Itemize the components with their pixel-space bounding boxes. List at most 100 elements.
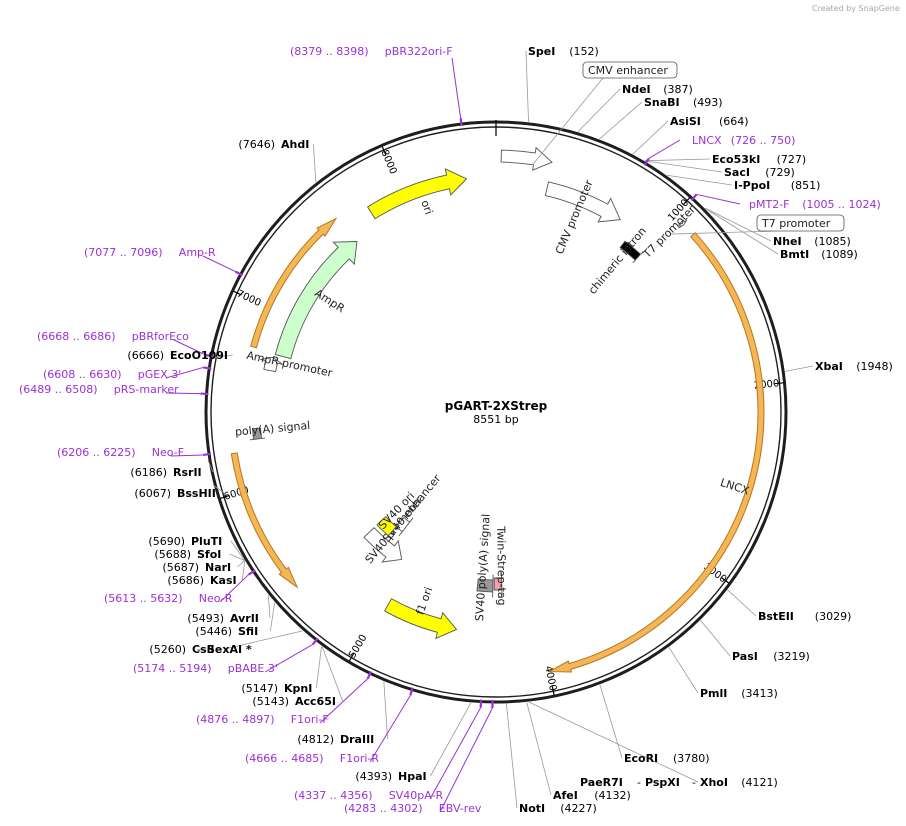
enzyme-xbai: XbaI	[815, 360, 843, 373]
enzyme-pos-csii: (5260)	[149, 643, 186, 656]
primer-mark-neo-r	[248, 569, 256, 576]
plasmid-name: pGART-2XStrep	[445, 399, 548, 413]
primer-range-amp-r: (7077 .. 7096)	[84, 246, 163, 259]
tick-mark-5000	[348, 652, 355, 662]
feature-f1-ori	[384, 598, 458, 640]
leader-pmli	[668, 647, 699, 694]
feature-label-sv40-polya: SV40 poly(A) signal	[473, 513, 493, 621]
label-leader-lines	[165, 50, 814, 813]
enzyme-acc65i: Acc65I	[295, 695, 336, 708]
enzyme-pos-sfoi: (5688)	[154, 548, 191, 561]
feature-chimeric-intron	[619, 240, 644, 264]
leader-rsrii	[207, 460, 214, 473]
leader-xbai	[785, 365, 814, 372]
enzyme-i-ppoi: I-PpoI	[734, 179, 770, 192]
enzyme-pos-xhoi: (4121)	[741, 776, 778, 789]
leader-hpai	[430, 702, 472, 777]
primer-f1ori-r: F1ori-R	[340, 752, 380, 765]
primer-leader-pbr322ori-f	[451, 57, 462, 119]
feature-lncx	[547, 231, 765, 673]
enzyme-bsteii: BstEII	[758, 610, 794, 623]
enzyme-kpni: KpnI	[284, 682, 312, 695]
tick-mark-2000	[774, 382, 784, 385]
primer-leader-f1ori-r	[369, 695, 411, 763]
feature-ampr-promoter	[260, 356, 283, 373]
enzyme-pos-ndei: (387)	[663, 83, 693, 96]
feature-t7-promoter	[678, 219, 688, 229]
feature-cmv-enhancer	[500, 146, 553, 171]
leader-i-ppoi	[666, 174, 733, 186]
feature-ori	[367, 168, 468, 220]
enzyme-pos-nhei: (1085)	[814, 235, 851, 248]
leader-bsshii	[213, 485, 225, 494]
primer-lncx: LNCX	[692, 134, 722, 147]
leader-draiii	[383, 681, 388, 740]
tick-mark-3000	[721, 577, 730, 584]
primer-neo-f: Neo-F	[152, 446, 184, 459]
feature-label-ori: ori	[418, 198, 435, 216]
leader-pasi	[700, 620, 731, 657]
primer-leader-ebv-rev	[439, 707, 493, 813]
primer-f1ori-f: F1ori-F	[291, 713, 329, 726]
primer-range-lncx: (726 .. 750)	[731, 134, 796, 147]
primer-leader-amp-r	[202, 255, 236, 273]
primer-mark-pgex-3	[203, 366, 212, 370]
primer-mark-pmt2-f	[690, 193, 698, 202]
feature-sv40-polya	[476, 574, 494, 598]
enzyme-pos-bmti: (1089)	[821, 248, 858, 261]
enzyme-pmli: PmlI	[700, 687, 727, 700]
enzyme-pos-ahdi: (7646)	[238, 138, 275, 151]
primer-mark-pbabe-3	[311, 637, 319, 646]
callout-label-cmv-enhancer: CMV enhancer	[588, 64, 668, 77]
leader-asisi	[632, 120, 669, 155]
enzyme-pos-afei: (4132)	[594, 789, 631, 802]
enzyme-hpai: HpaI	[398, 770, 427, 783]
enzyme-sfoi: SfoI	[197, 548, 221, 561]
enzyme-paer7i: PaeR7I	[580, 776, 623, 789]
primer-pbrforeco: pBRforEco	[132, 330, 189, 343]
leader-saci	[644, 160, 723, 173]
leader-noti	[506, 703, 518, 809]
tick-label-5000: 5000	[347, 633, 369, 661]
leader-sfoi	[229, 553, 245, 561]
enzyme-pos-i-ppoi: (851)	[791, 179, 821, 192]
enzyme-sfii: SfiI	[238, 625, 258, 638]
primer-range-pgex-3: (6608 .. 6630)	[43, 368, 122, 381]
primer-leader-pgex-3	[165, 366, 204, 379]
enzyme-pos-spei: (152)	[569, 45, 599, 58]
tick-label-7000: 7000	[235, 288, 263, 309]
enzyme-ndei: NdeI	[622, 83, 651, 96]
enzyme-pos-eco53ki: (727)	[777, 153, 807, 166]
primer-mark-f1ori-f	[366, 671, 373, 680]
callout-leader-cmv-enhancer	[532, 77, 604, 165]
primer-leader-sv40pa-r	[429, 707, 482, 800]
leader-pluti	[230, 540, 245, 561]
primer-range-sv40pa-r: (4337 .. 4356)	[294, 789, 373, 802]
tick-mark-7000	[233, 290, 242, 296]
feature-twin-strep-tag	[493, 572, 503, 596]
primer-mark-pbr322ori-f	[459, 117, 463, 127]
primer-leader-prs-marker	[165, 392, 201, 395]
primer-leader-pmt2-f	[696, 193, 741, 205]
enzyme-pos-ecori: (3780)	[673, 752, 710, 765]
primer-range-pmt2-f: (1005 .. 1024)	[802, 198, 881, 211]
enzyme-sep-pspxi: -	[637, 776, 641, 789]
primer-range-prs-marker: (6489 .. 6508)	[19, 383, 98, 396]
enzyme-pos-saci: (729)	[765, 166, 795, 179]
feature-ampr-orf	[250, 217, 338, 349]
snapgene-credit: Created by SnapGene	[812, 4, 900, 13]
enzyme-sep-xhoi: -	[692, 776, 696, 789]
feature-hsv-polya	[249, 427, 266, 441]
enzyme-pos-pluti: (5690)	[148, 535, 185, 548]
primer-range-f1ori-f: (4876 .. 4897)	[196, 713, 275, 726]
feature-sv40-promoter	[363, 527, 403, 563]
leader-ahdi	[313, 143, 317, 183]
feature-neo-orf	[230, 452, 299, 589]
primer-range-neo-f: (6206 .. 6225)	[57, 446, 136, 459]
enzyme-pos-hpai: (4393)	[355, 770, 392, 783]
feature-label-hsv-polya: poly(A) signal	[234, 419, 310, 439]
enzyme-sexai: SexAI *	[207, 643, 252, 656]
feature-label-f1-ori: f1 ori	[413, 585, 435, 616]
enzyme-pos-acc65i: (5143)	[252, 695, 289, 708]
